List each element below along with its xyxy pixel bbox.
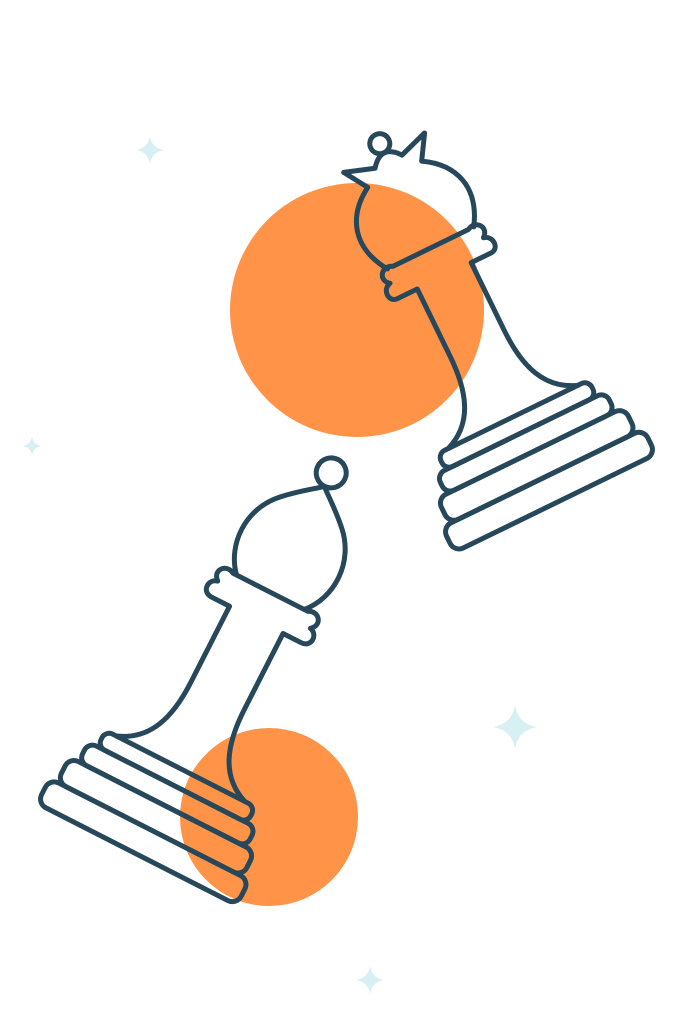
- sparkle-icon: [136, 136, 164, 164]
- sparkle-icon: [493, 705, 537, 749]
- orange-circle-small: [180, 728, 358, 906]
- sparkle-icon: [356, 966, 384, 994]
- queen-piece-icon: [341, 130, 655, 552]
- bishop-piece-icon: [38, 455, 349, 905]
- orange-circle-large: [230, 183, 484, 437]
- sparkle-icon: [23, 437, 41, 455]
